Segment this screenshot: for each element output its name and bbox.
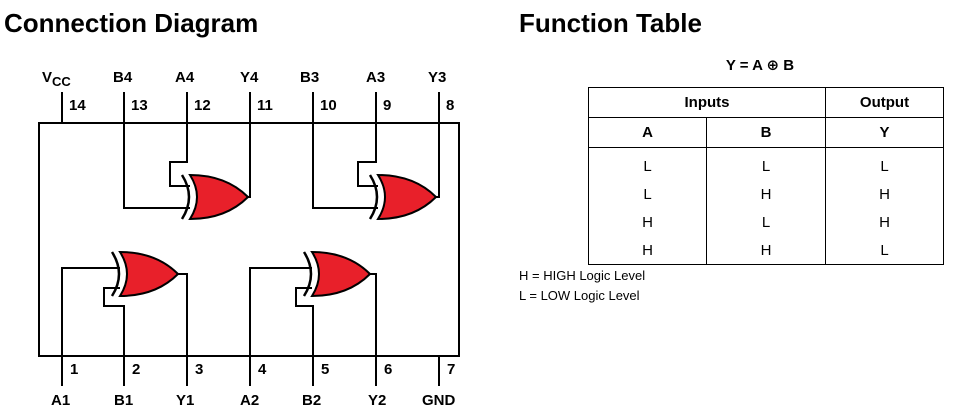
pin-label-y3: Y3	[428, 69, 446, 86]
wire-y2	[370, 273, 377, 356]
wire-y4	[248, 123, 251, 198]
pin-number: 12	[194, 97, 211, 114]
inputs-header: Inputs	[588, 87, 826, 118]
pin-label-y2: Y2	[368, 392, 386, 409]
xor-body	[376, 173, 438, 221]
wire-b1	[103, 287, 125, 356]
top-pin-labels: VCC B4 A4 Y4 B3 A3 Y3	[42, 69, 446, 89]
xor-equation: Y = A ⊕ B	[725, 57, 795, 74]
pin-label-b2: B2	[302, 392, 321, 409]
wire-y3	[436, 123, 440, 198]
wire-b3	[312, 123, 378, 209]
legend-high: H = HIGH Logic Level	[519, 268, 646, 283]
pin-number: 2	[132, 361, 140, 378]
xor-input-curve	[368, 174, 379, 220]
pin-number: 6	[384, 361, 392, 378]
wire-b2	[295, 287, 314, 356]
xor-gate	[180, 173, 250, 221]
xor-body	[188, 173, 250, 221]
wire-a3	[357, 123, 378, 187]
pin-number: 4	[258, 361, 267, 378]
pin-number: 10	[320, 97, 337, 114]
pin-label-b1: B1	[114, 392, 133, 409]
wire-a4	[169, 123, 190, 187]
pin-number: 8	[446, 97, 454, 114]
table-row: H L H	[588, 208, 944, 236]
cell-a: H	[588, 236, 707, 265]
bottom-pin-labels: A1 B1 Y1 A2 B2 Y2 GND	[51, 392, 456, 409]
pin-label-a3: A3	[366, 69, 385, 86]
column-header-b: B	[706, 117, 826, 148]
xor-body	[118, 250, 180, 298]
xor-gate	[110, 250, 180, 298]
column-header-a: A	[588, 117, 707, 148]
pin-label-b3: B3	[300, 69, 319, 86]
pin-number: 9	[383, 97, 391, 114]
xor-body	[310, 250, 372, 298]
pin-number: 1	[70, 361, 78, 378]
wire-y1	[178, 273, 188, 356]
cell-b: L	[706, 208, 826, 236]
legend-low: L = LOW Logic Level	[519, 288, 640, 303]
cell-y: H	[825, 180, 944, 208]
pin-label-a4: A4	[175, 69, 195, 86]
gates	[110, 173, 438, 298]
xor-input-curve	[180, 174, 191, 220]
pin-label-b4: B4	[113, 69, 133, 86]
table-row: L L L	[588, 147, 944, 180]
table-row: H H L	[588, 236, 944, 265]
output-header: Output	[825, 87, 944, 118]
pin-label-y4: Y4	[240, 69, 259, 86]
pin-number: 7	[447, 361, 455, 378]
xor-gate	[368, 173, 438, 221]
pin-label-y1: Y1	[176, 392, 194, 409]
cell-a: L	[588, 180, 707, 208]
pin-number: 13	[131, 97, 148, 114]
cell-y: L	[825, 236, 944, 265]
function-table-title: Function Table	[519, 8, 702, 38]
cell-a: L	[588, 147, 707, 180]
pin-label-gnd: GND	[422, 392, 456, 409]
connection-diagram-title: Connection Diagram	[4, 8, 259, 38]
pin-number: 11	[257, 97, 273, 114]
function-table: Inputs Output A B Y L L L L H H H L H H …	[588, 87, 944, 265]
cell-b: H	[706, 236, 826, 265]
wire-b4	[123, 123, 190, 209]
pin-number: 5	[321, 361, 329, 378]
pin-number: 14	[69, 97, 86, 114]
pin-label-a1: A1	[51, 392, 70, 409]
xor-gate	[302, 250, 372, 298]
table-row: L H H	[588, 180, 944, 208]
cell-b: L	[706, 147, 826, 180]
pin-label-a2: A2	[240, 392, 259, 409]
pin-label-vcc: VCC	[42, 69, 71, 89]
wire-a2	[249, 267, 312, 356]
wire-a1	[61, 267, 120, 356]
xor-input-curve	[110, 251, 121, 297]
wires	[61, 123, 440, 356]
cell-y: L	[825, 147, 944, 180]
xor-input-curve	[302, 251, 313, 297]
cell-y: H	[825, 208, 944, 236]
cell-b: H	[706, 180, 826, 208]
cell-a: H	[588, 208, 707, 236]
column-header-y: Y	[825, 117, 944, 148]
pin-number: 3	[195, 361, 203, 378]
